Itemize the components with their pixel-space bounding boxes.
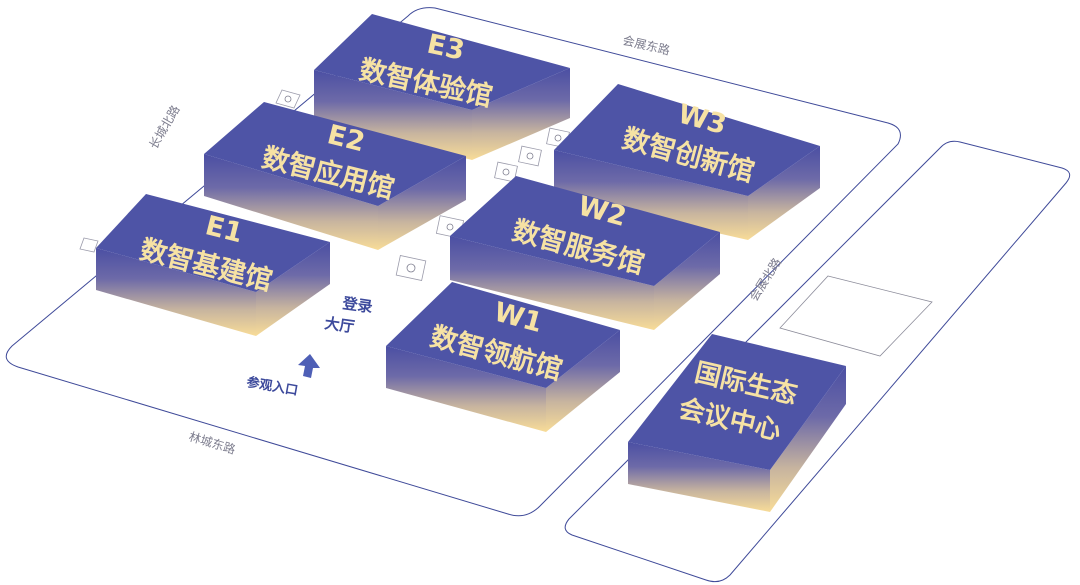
hall-e3[interactable]: E3 数智体验馆 [314, 14, 570, 160]
tile-dots [284, 95, 562, 273]
entrance-label: 参观入口 [245, 374, 299, 399]
hall-w1[interactable]: W1 数智领航馆 [386, 282, 620, 432]
main-venue-outline [5, 7, 901, 517]
road-label-north: 会展东路 [621, 32, 671, 57]
lobby-label-line2: 大厅 [323, 314, 355, 336]
hall-w2[interactable]: W2 数智服务馆 [450, 176, 720, 330]
empty-plot [779, 275, 933, 357]
road-label-west: 长城北路 [146, 102, 183, 151]
east-strip-outline [564, 140, 1071, 583]
entrance-arrow-icon [298, 354, 320, 378]
conference-center[interactable]: 国际生态 会议中心 [628, 334, 846, 512]
plaza-tiles [79, 89, 570, 281]
hall-e3-code: E3 [424, 29, 467, 67]
hall-e1[interactable]: E1 数智基建馆 [96, 194, 330, 336]
road-label-east: 会展北路 [746, 255, 784, 304]
road-label-south: 林城东路 [187, 429, 237, 457]
hall-e2[interactable]: E2 数智应用馆 [204, 102, 466, 250]
lobby-label-line1: 登录 [340, 294, 373, 316]
